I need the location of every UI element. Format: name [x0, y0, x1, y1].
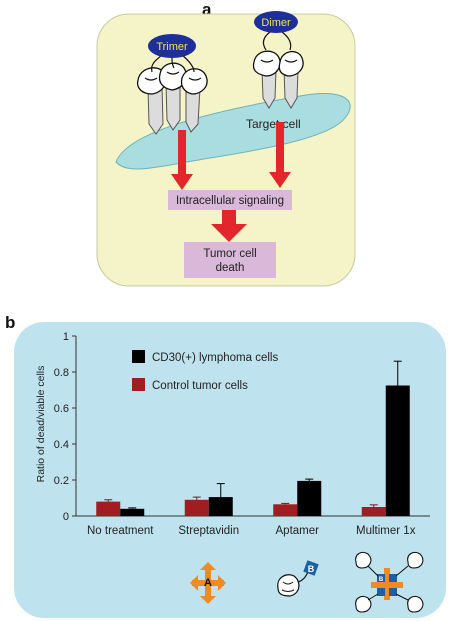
arrow-down — [211, 210, 247, 242]
panel-b-background — [14, 322, 446, 618]
bar-cd30 — [120, 508, 145, 516]
bar-cd30 — [297, 480, 322, 516]
arrow-left — [171, 130, 193, 190]
trimer-label: Trimer — [156, 41, 188, 53]
y-tick-label: 0 — [63, 511, 69, 523]
target-cell-label: Target cell — [246, 117, 301, 131]
dimer-receptors — [261, 69, 299, 109]
legend-label: Control tumor cells — [152, 380, 248, 392]
legend-label: CD30(+) lymphoma cells — [152, 352, 278, 364]
x-tick-label: Multimer 1x — [356, 525, 416, 537]
signaling-box — [168, 190, 292, 210]
bar-control — [184, 499, 209, 516]
multimer-icon: B — [355, 551, 424, 613]
bar-control — [273, 504, 298, 516]
trimer-antibody-domains — [136, 62, 208, 95]
dimer-oval — [254, 11, 298, 33]
y-tick-label: 1 — [63, 331, 69, 343]
panel-b-letter: b — [5, 313, 16, 332]
death-box — [184, 242, 276, 278]
aptamer-icon: B — [277, 560, 319, 597]
y-tick-label: 0.6 — [54, 403, 69, 415]
dimer-linkers — [262, 31, 292, 51]
x-tick-label: Aptamer — [276, 525, 320, 537]
trimer-oval — [148, 34, 196, 58]
bar-cd30 — [385, 385, 410, 516]
dimer-antibody-domains — [252, 50, 304, 77]
bar-cd30 — [208, 497, 233, 516]
bar-chart: 0 0.2 0.4 0.6 0.8 1 No treatment Streptavidin Ap… — [54, 331, 430, 537]
signaling-label: Intracellular signaling — [176, 195, 284, 207]
death-label-line1: Tumor cell — [203, 248, 256, 260]
multimer-letter: B — [379, 577, 384, 583]
legend-swatch — [132, 350, 145, 363]
y-axis-label: Ratio of dead/viable cells — [35, 366, 47, 483]
x-tick-label: Streptavidin — [178, 525, 239, 537]
aptamer-letter: B — [308, 564, 315, 574]
arrow-right — [269, 122, 291, 188]
panel-a-letter: a — [202, 0, 212, 19]
bar-control — [96, 501, 121, 516]
bar-control — [361, 507, 386, 516]
streptavidin-icon: A — [190, 562, 226, 604]
y-tick-label: 0.2 — [54, 475, 69, 487]
streptavidin-letter: A — [204, 577, 212, 589]
death-label-line2: death — [216, 262, 245, 274]
legend-swatch — [132, 378, 145, 391]
y-tick-label: 0.8 — [54, 367, 69, 379]
signal-arrows — [171, 122, 291, 242]
y-tick-label: 0.4 — [54, 439, 69, 451]
dimer-label: Dimer — [261, 17, 291, 29]
x-tick-label: No treatment — [87, 525, 154, 537]
